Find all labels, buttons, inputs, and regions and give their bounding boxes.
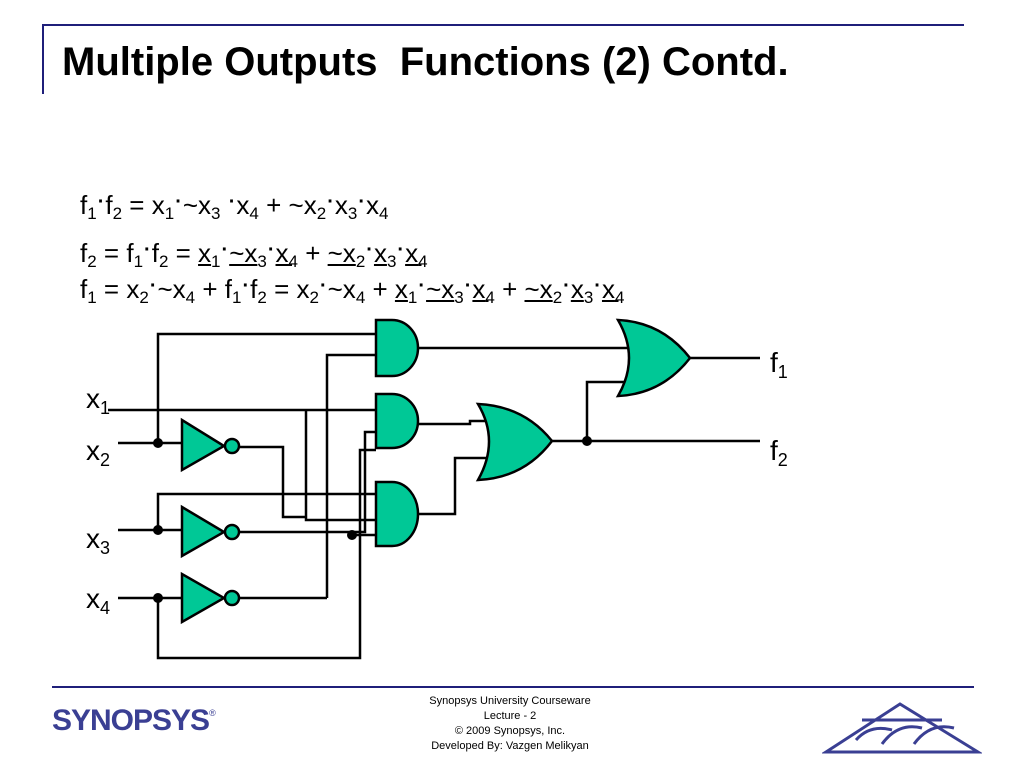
- equation-2: f2 = f1·f2 = x1·~x3·x4 + ~x2·x3·x4: [80, 238, 428, 271]
- wire-nx4-to-and1: [325, 353, 376, 598]
- output-label-f1: f1: [770, 347, 788, 382]
- university-emblem-icon: [822, 702, 982, 754]
- junction-dot: [153, 438, 163, 448]
- or-gate-1: [615, 318, 692, 398]
- junction-dot: [347, 530, 357, 540]
- junction-dot: [153, 525, 163, 535]
- top-rule: [42, 24, 964, 26]
- wire-x1-to-and3: [304, 410, 376, 522]
- junction-dot: [582, 436, 592, 446]
- left-rule: [42, 24, 44, 94]
- and-gate-3: [374, 480, 420, 548]
- footer-line-3: © 2009 Synopsys, Inc.: [454, 725, 566, 737]
- wire-nx3-to-and2: [240, 430, 376, 534]
- wire-x3-to-and3: [118, 492, 376, 532]
- wire-f2-to-or1: [585, 380, 628, 441]
- equation-3: f1 = x2·~x4 + f1·f2 = x2·~x4 + x1·~x3·x4…: [80, 274, 625, 307]
- synopsys-logo: SYNOPSYS®: [52, 704, 216, 737]
- equation-1: f1·f2 = x1·~x3 ·x4 + ~x2·x3·x4: [80, 190, 389, 223]
- input-label-x3: x3: [86, 523, 110, 558]
- io-labels: x1 x2 x3 x4 f1 f2: [86, 347, 788, 618]
- junction-dots: [153, 436, 592, 603]
- and-gate-2: [374, 392, 420, 450]
- not-gate-x3: [180, 504, 227, 559]
- slide-title: Multiple Outputs Functions (2) Contd.: [62, 40, 789, 84]
- not-bubble-x3: [223, 523, 241, 541]
- input-label-x1: x1: [86, 383, 110, 418]
- footer-line-2: Lecture - 2: [483, 710, 537, 722]
- footer-rule: [52, 686, 974, 688]
- footer-line-1: Synopsys University Courseware: [429, 695, 591, 707]
- output-label-f2: f2: [770, 435, 788, 470]
- input-label-x4: x4: [86, 583, 110, 618]
- not-gate-x4: [180, 571, 227, 625]
- wire-nx2: [240, 445, 306, 519]
- not-bubble-x4: [223, 589, 241, 607]
- or-gate-2: [475, 402, 554, 482]
- wire-and3-to-or2: [418, 456, 486, 516]
- footer-line-4: Developed By: Vazgen Melikyan: [431, 740, 589, 752]
- not-gate-x2: [180, 417, 227, 473]
- gates: [180, 318, 692, 625]
- wire-and2-to-or2: [418, 419, 486, 426]
- not-bubble-x2: [223, 437, 241, 455]
- input-label-x2: x2: [86, 435, 110, 470]
- wire-x2-to-and1: [156, 332, 376, 443]
- and-gate-1: [374, 318, 420, 378]
- wire-x4-to-and2: [156, 448, 376, 660]
- footer-text: Synopsys University Courseware Lecture -…: [380, 694, 640, 754]
- junction-dot: [153, 593, 163, 603]
- wires: [108, 332, 760, 660]
